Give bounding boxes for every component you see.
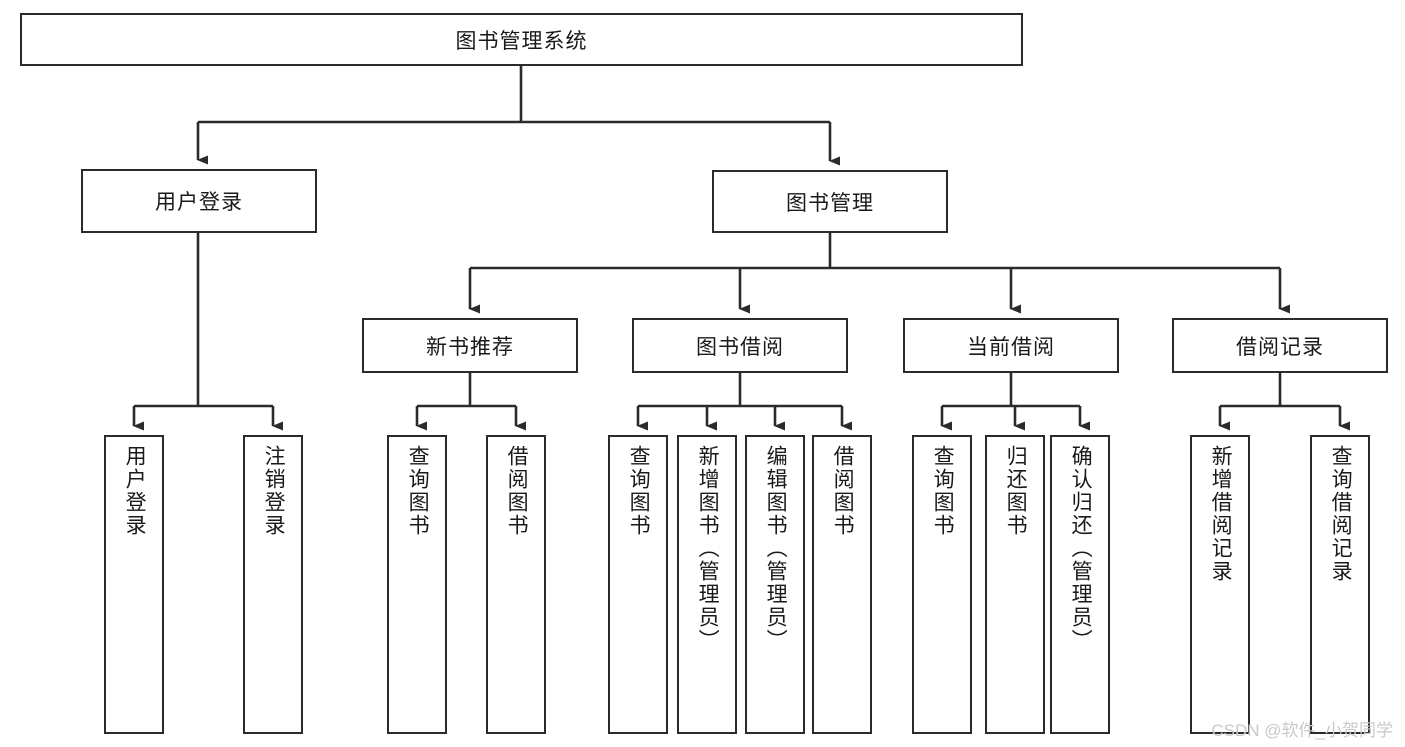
edges-borrowrecord-to-leaves [1218,373,1350,431]
node-user-login[interactable]: 用户登录 [81,169,317,233]
leaf-query-borrow-record[interactable]: 查询借阅记录 [1310,435,1370,734]
leaf-return-book[interactable]: 归还图书 [985,435,1045,734]
leaf-query-book-recommend[interactable]: 查询图书 [387,435,447,734]
leaf-add-borrow-record[interactable]: 新增借阅记录 [1190,435,1250,734]
leaf-logout-label: 注销登录 [262,445,286,537]
leaf-borrow-book-label: 借阅图书 [831,445,855,537]
node-borrow-record-label: 借阅记录 [1236,335,1324,359]
leaf-query-borrow-record-label: 查询借阅记录 [1329,445,1353,583]
leaf-query-book-current[interactable]: 查询图书 [912,435,972,734]
node-user-login-label: 用户登录 [155,191,243,214]
node-book-management-label: 图书管理 [786,191,874,215]
edges-bookborrow-to-leaves [636,373,852,431]
leaf-borrow-book-recommend[interactable]: 借阅图书 [486,435,546,734]
leaf-borrow-book[interactable]: 借阅图书 [812,435,872,734]
edges-userlogin-to-leaves [132,233,283,431]
leaf-edit-book-admin[interactable]: 编辑图书（管理员） [745,435,805,734]
edges-recommend-to-leaves [415,373,526,431]
node-current-borrow-label: 当前借阅 [967,335,1055,359]
leaf-confirm-return-admin[interactable]: 确认归还（管理员） [1050,435,1110,734]
node-book-borrow[interactable]: 图书借阅 [632,318,848,373]
node-root-title-label: 图书管理系统 [455,29,588,53]
leaf-logout[interactable]: 注销登录 [243,435,303,734]
leaf-confirm-return-admin-label: 确认归还（管理员） [1069,445,1093,652]
edges-currentborrow-to-leaves [940,373,1090,431]
leaf-add-borrow-record-label: 新增借阅记录 [1209,445,1233,583]
leaf-user-login[interactable]: 用户登录 [104,435,164,734]
node-current-borrow[interactable]: 当前借阅 [903,318,1119,373]
leaf-edit-book-admin-label: 编辑图书（管理员） [764,445,788,652]
node-borrow-record[interactable]: 借阅记录 [1172,318,1388,373]
leaf-query-book-borrow[interactable]: 查询图书 [608,435,668,734]
node-book-management[interactable]: 图书管理 [712,170,948,233]
leaf-query-book-borrow-label: 查询图书 [627,445,651,537]
leaf-query-book-recommend-label: 查询图书 [406,445,430,537]
node-root-title[interactable]: 图书管理系统 [20,13,1023,66]
node-new-book-recommend-label: 新书推荐 [426,335,514,359]
leaf-query-book-current-label: 查询图书 [931,445,955,537]
csdn-watermark: CSDN @软件_小贺同学 [1211,721,1393,740]
leaf-return-book-label: 归还图书 [1004,445,1028,537]
edges-bookmgmt-to-level3 [468,233,1290,314]
node-book-borrow-label: 图书借阅 [696,335,784,359]
node-new-book-recommend[interactable]: 新书推荐 [362,318,578,373]
leaf-borrow-book-recommend-label: 借阅图书 [505,445,529,537]
leaf-user-login-label: 用户登录 [123,445,147,537]
edges-root-to-level2 [196,66,840,166]
leaf-add-book-admin[interactable]: 新增图书（管理员） [677,435,737,734]
leaf-add-book-admin-label: 新增图书（管理员） [696,445,720,652]
